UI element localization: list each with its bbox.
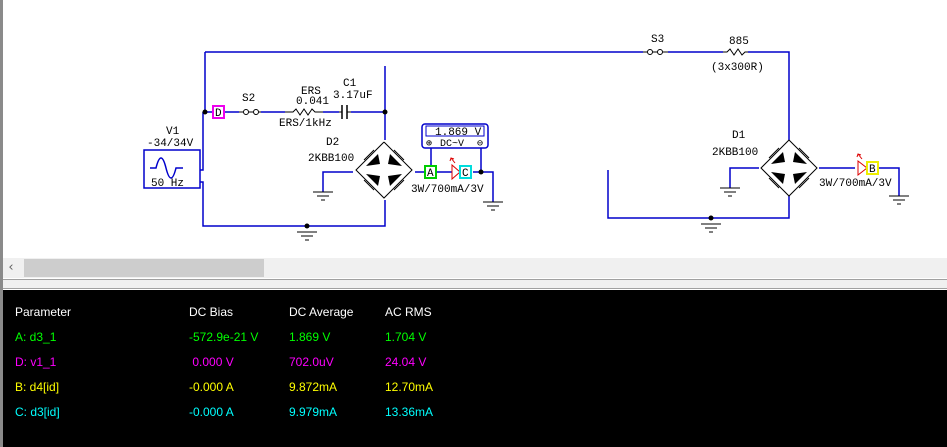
meter-mode: DC~V	[440, 139, 464, 150]
dc-bias-value: -0.000 A	[189, 380, 234, 394]
ac-rms-value: 12.70mA	[385, 380, 434, 394]
svg-text:D: D	[215, 108, 222, 120]
meter-plus-icon: ⊕	[426, 139, 432, 150]
ground-icon	[719, 187, 741, 197]
scroll-left-arrow-icon[interactable]: ‹	[8, 260, 14, 275]
svg-text:C: C	[462, 168, 469, 180]
v1-frequency: 50 Hz	[151, 178, 184, 190]
scrollbar-thumb[interactable]	[24, 259, 264, 277]
bridge-rectifier-d1[interactable]: D1 2KBB100	[712, 130, 818, 197]
ac-rms-value: 1.704 V	[385, 330, 427, 344]
switch-s3[interactable]: S3	[643, 34, 668, 55]
svg-text:A: A	[427, 168, 434, 180]
wires-right	[607, 51, 900, 219]
probe-a[interactable]: A	[424, 165, 437, 180]
resistor-ers[interactable]: ERS 0.041 ERS/1kHz	[279, 86, 332, 130]
dc-average-value: 9.979mA	[289, 405, 338, 419]
header-ac-rms: AC RMS	[385, 305, 432, 319]
r885-name: 885	[729, 36, 749, 48]
d2-name: D2	[326, 137, 339, 149]
probe-c[interactable]: C	[459, 165, 472, 180]
switch-s2[interactable]: S2	[239, 93, 261, 115]
header-dc-bias: DC Bias	[189, 305, 234, 319]
window-border	[0, 0, 3, 447]
d2-model: 2KBB100	[308, 153, 354, 165]
horizontal-scrollbar[interactable]: ‹	[3, 258, 947, 278]
c1-name: C1	[343, 78, 357, 90]
probe-b[interactable]: B	[866, 161, 879, 176]
ground-icon	[482, 201, 504, 211]
s3-label: S3	[651, 34, 664, 46]
svg-text:B: B	[869, 164, 876, 176]
ac-rms-value: 24.04 V	[385, 355, 427, 369]
ers-value: 0.041	[296, 96, 329, 108]
panel-splitter[interactable]	[3, 280, 947, 288]
ers-model: ERS/1kHz	[279, 118, 332, 130]
probe-results-panel: Parameter DC Bias DC Average AC RMS A: d…	[3, 290, 947, 447]
ground-icon	[700, 223, 722, 233]
bridge-rectifier-d2[interactable]: D2 2KBB100	[308, 137, 413, 199]
ers-name: ERS	[301, 86, 321, 98]
param-name: B: d4[id]	[15, 380, 60, 394]
param-name: D: v1_1	[15, 355, 57, 369]
dc-average-value: 1.869 V	[289, 330, 331, 344]
led-d4[interactable]: 3W/700mA/3V	[819, 153, 892, 190]
meter-reading: 1.869 V	[435, 127, 482, 139]
divider	[3, 279, 947, 280]
param-name: C: d3[id]	[15, 405, 60, 419]
param-name: A: d3_1	[15, 330, 57, 344]
led1-model: 3W/700mA/3V	[411, 184, 484, 196]
meter-minus-icon: ⊖	[477, 139, 483, 150]
dc-average-value: 9.872mA	[289, 380, 338, 394]
d1-model: 2KBB100	[712, 147, 758, 159]
dc-bias-value: 0.000 V	[189, 355, 234, 369]
dc-bias-value: -572.9e-21 V	[189, 330, 259, 344]
led-d3[interactable]: 3W/700mA/3V	[411, 157, 484, 196]
r885-value: (3x300R)	[711, 62, 764, 74]
header-parameter: Parameter	[15, 305, 72, 319]
s2-label: S2	[242, 93, 255, 105]
header-dc-average: DC Average	[289, 305, 354, 319]
ground-icon	[312, 191, 334, 201]
ac-rms-value: 13.36mA	[385, 405, 434, 419]
d1-name: D1	[732, 130, 746, 142]
c1-value: 3.17uF	[333, 90, 373, 102]
dc-bias-value: -0.000 A	[189, 405, 234, 419]
ground-icon	[296, 231, 318, 241]
ground-icon	[888, 195, 910, 205]
v1-amplitude: -34/34V	[147, 138, 194, 150]
v1-name: V1	[166, 126, 180, 138]
schematic-canvas[interactable]: V1 -34/34V 50 Hz D S2 ERS 0.041 ERS/1kHz…	[3, 0, 947, 258]
divider	[3, 288, 947, 289]
probe-d[interactable]: D	[212, 105, 225, 120]
resistor-885[interactable]: 885 (3x300R)	[711, 36, 764, 74]
voltmeter[interactable]: 1.869 V ⊕ DC~V ⊖	[421, 123, 489, 150]
voltage-source-v1[interactable]: V1 -34/34V 50 Hz	[143, 126, 201, 190]
capacitor-c1[interactable]: C1 3.17uF	[333, 78, 373, 119]
dc-average-value: 702.0uV	[289, 355, 334, 369]
led2-model: 3W/700mA/3V	[819, 178, 892, 190]
